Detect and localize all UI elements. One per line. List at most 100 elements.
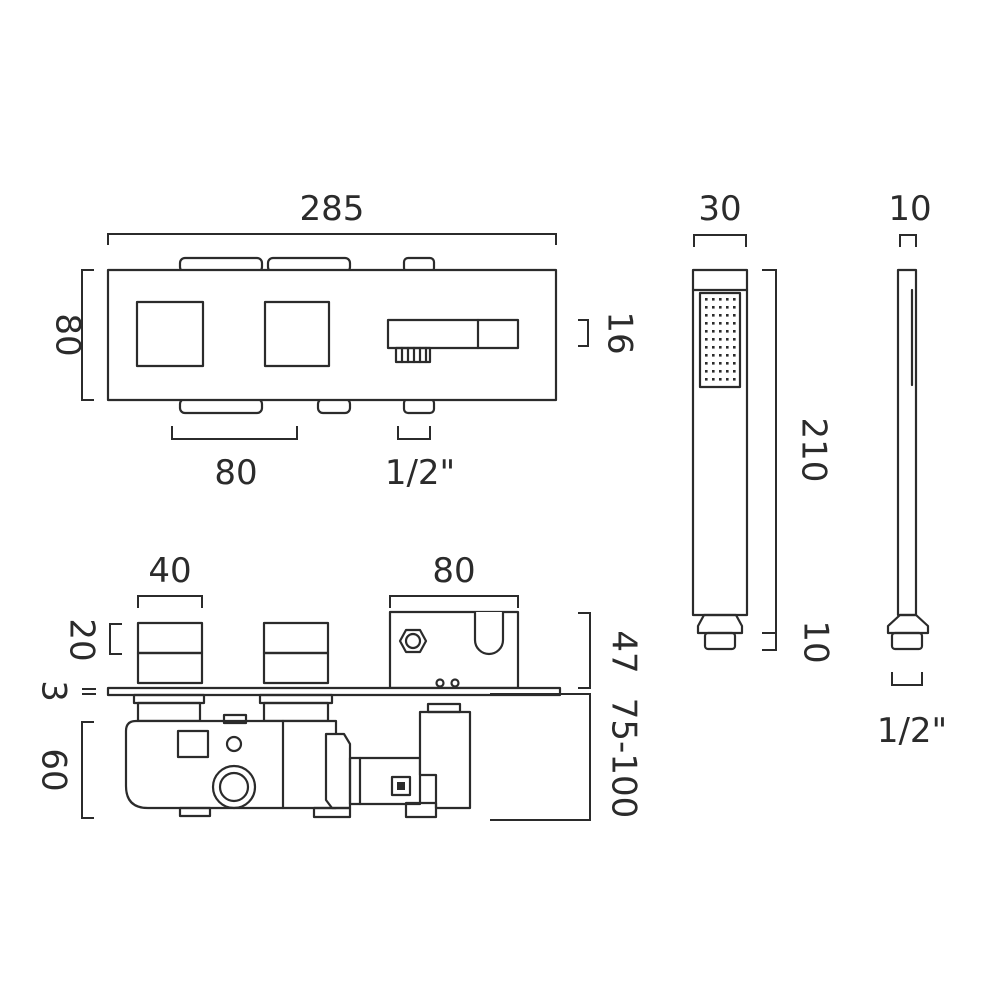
handset-connector — [703, 631, 737, 651]
handset-side-collar — [886, 613, 930, 635]
spray-nozzle — [726, 298, 729, 301]
dim-handset-end: 10 — [796, 620, 836, 663]
spindle-left — [136, 701, 202, 723]
valve-body — [124, 719, 338, 810]
spray-nozzle — [705, 362, 708, 365]
spray-nozzle — [705, 322, 708, 325]
dimension-line-outlet-height — [578, 319, 589, 347]
spray-nozzle — [705, 378, 708, 381]
dimension-line-body-depth — [81, 721, 94, 819]
spray-nozzle — [726, 362, 729, 365]
valve-top-lug — [222, 713, 248, 725]
spray-nozzle — [733, 314, 736, 317]
spray-nozzle — [719, 298, 722, 301]
spray-nozzle — [719, 314, 722, 317]
spray-nozzle — [712, 314, 715, 317]
outlet-block — [418, 710, 472, 810]
valve-inlet-outer — [211, 764, 257, 810]
dimension-line-bracket-height — [578, 612, 591, 689]
spray-nozzle — [733, 362, 736, 365]
spray-nozzle — [726, 314, 729, 317]
spray-nozzle — [733, 346, 736, 349]
bracket-pin — [435, 678, 445, 688]
dimension-line-plate-thickness — [82, 688, 96, 695]
spray-nozzle — [712, 362, 715, 365]
dimension-line-depth-range — [490, 693, 591, 821]
spray-nozzle — [733, 330, 736, 333]
side-knob-left-base — [136, 651, 204, 685]
spray-nozzle — [712, 378, 715, 381]
spindle-left-ring — [132, 693, 206, 705]
spray-nozzle — [719, 346, 722, 349]
handset-side-connector — [890, 631, 924, 651]
dim-bracket-width: 80 — [432, 551, 475, 591]
spray-nozzle — [705, 306, 708, 309]
dim-handset-depth: 10 — [888, 189, 931, 229]
spray-nozzle — [705, 346, 708, 349]
spray-nozzle — [719, 330, 722, 333]
spray-nozzle — [733, 306, 736, 309]
side-knob-right-cap — [262, 621, 330, 655]
spray-nozzle — [705, 330, 708, 333]
dimension-line-front-width — [107, 233, 557, 245]
diverter-arm — [324, 732, 352, 810]
bracket-slot — [473, 612, 505, 656]
spray-nozzle — [705, 298, 708, 301]
dimension-line-handset-end — [762, 632, 777, 651]
valve-port-small — [225, 735, 243, 753]
spray-nozzle — [733, 298, 736, 301]
dim-knob-projection: 20 — [62, 618, 102, 661]
handset-side-body — [896, 268, 918, 617]
dim-handset-thread: 1/2" — [877, 711, 947, 751]
outlet-foot — [404, 801, 438, 819]
bracket-nut-bore — [404, 632, 422, 650]
spray-nozzle — [712, 298, 715, 301]
dimension-line-knob-spacing — [171, 426, 298, 440]
spray-nozzle — [719, 338, 722, 341]
knob-right — [263, 300, 331, 368]
handset-side-view — [886, 268, 930, 651]
dim-handset-length: 210 — [794, 418, 834, 483]
dim-knob-width: 40 — [148, 551, 191, 591]
spray-face — [698, 291, 742, 389]
spray-nozzle — [726, 346, 729, 349]
dimension-line-handset-length — [762, 269, 777, 634]
dimension-line-handset-depth — [899, 234, 917, 247]
spray-nozzle — [705, 338, 708, 341]
spray-nozzle — [726, 370, 729, 373]
spray-nozzle — [719, 354, 722, 357]
handset-body — [691, 268, 749, 617]
side-knob-right-base — [262, 651, 330, 685]
spray-nozzle — [705, 354, 708, 357]
dim-depth-range: 75-100 — [604, 698, 644, 818]
outlet-block-cap — [426, 702, 462, 714]
dim-body-depth: 60 — [34, 748, 74, 791]
bottom-ear-right — [402, 397, 436, 415]
dim-bracket-height: 47 — [604, 630, 644, 673]
spray-nozzle — [733, 378, 736, 381]
front-view — [106, 256, 558, 415]
dimension-line-front-height — [81, 269, 94, 401]
dimension-line-knob-width — [137, 595, 203, 608]
diverter-cartridge — [348, 756, 422, 806]
dim-plate-thickness: 3 — [34, 680, 74, 702]
spray-nozzle — [719, 362, 722, 365]
valve-port-square — [176, 729, 210, 759]
spindle-right-ring — [258, 693, 334, 705]
valve-side-view — [106, 610, 562, 819]
dim-front-width: 285 — [300, 189, 365, 229]
diverter-foot — [312, 806, 352, 819]
spray-nozzles — [705, 298, 736, 381]
spray-nozzle — [712, 354, 715, 357]
spray-nozzle — [733, 322, 736, 325]
side-faceplate — [106, 686, 562, 697]
bracket-hex-nut — [398, 628, 428, 654]
spray-nozzle — [712, 330, 715, 333]
spray-nozzle — [712, 306, 715, 309]
handset-front-view — [691, 268, 749, 651]
spray-nozzle — [712, 370, 715, 373]
spray-nozzle — [726, 354, 729, 357]
side-knob-left-cap — [136, 621, 204, 655]
spray-nozzle — [733, 338, 736, 341]
